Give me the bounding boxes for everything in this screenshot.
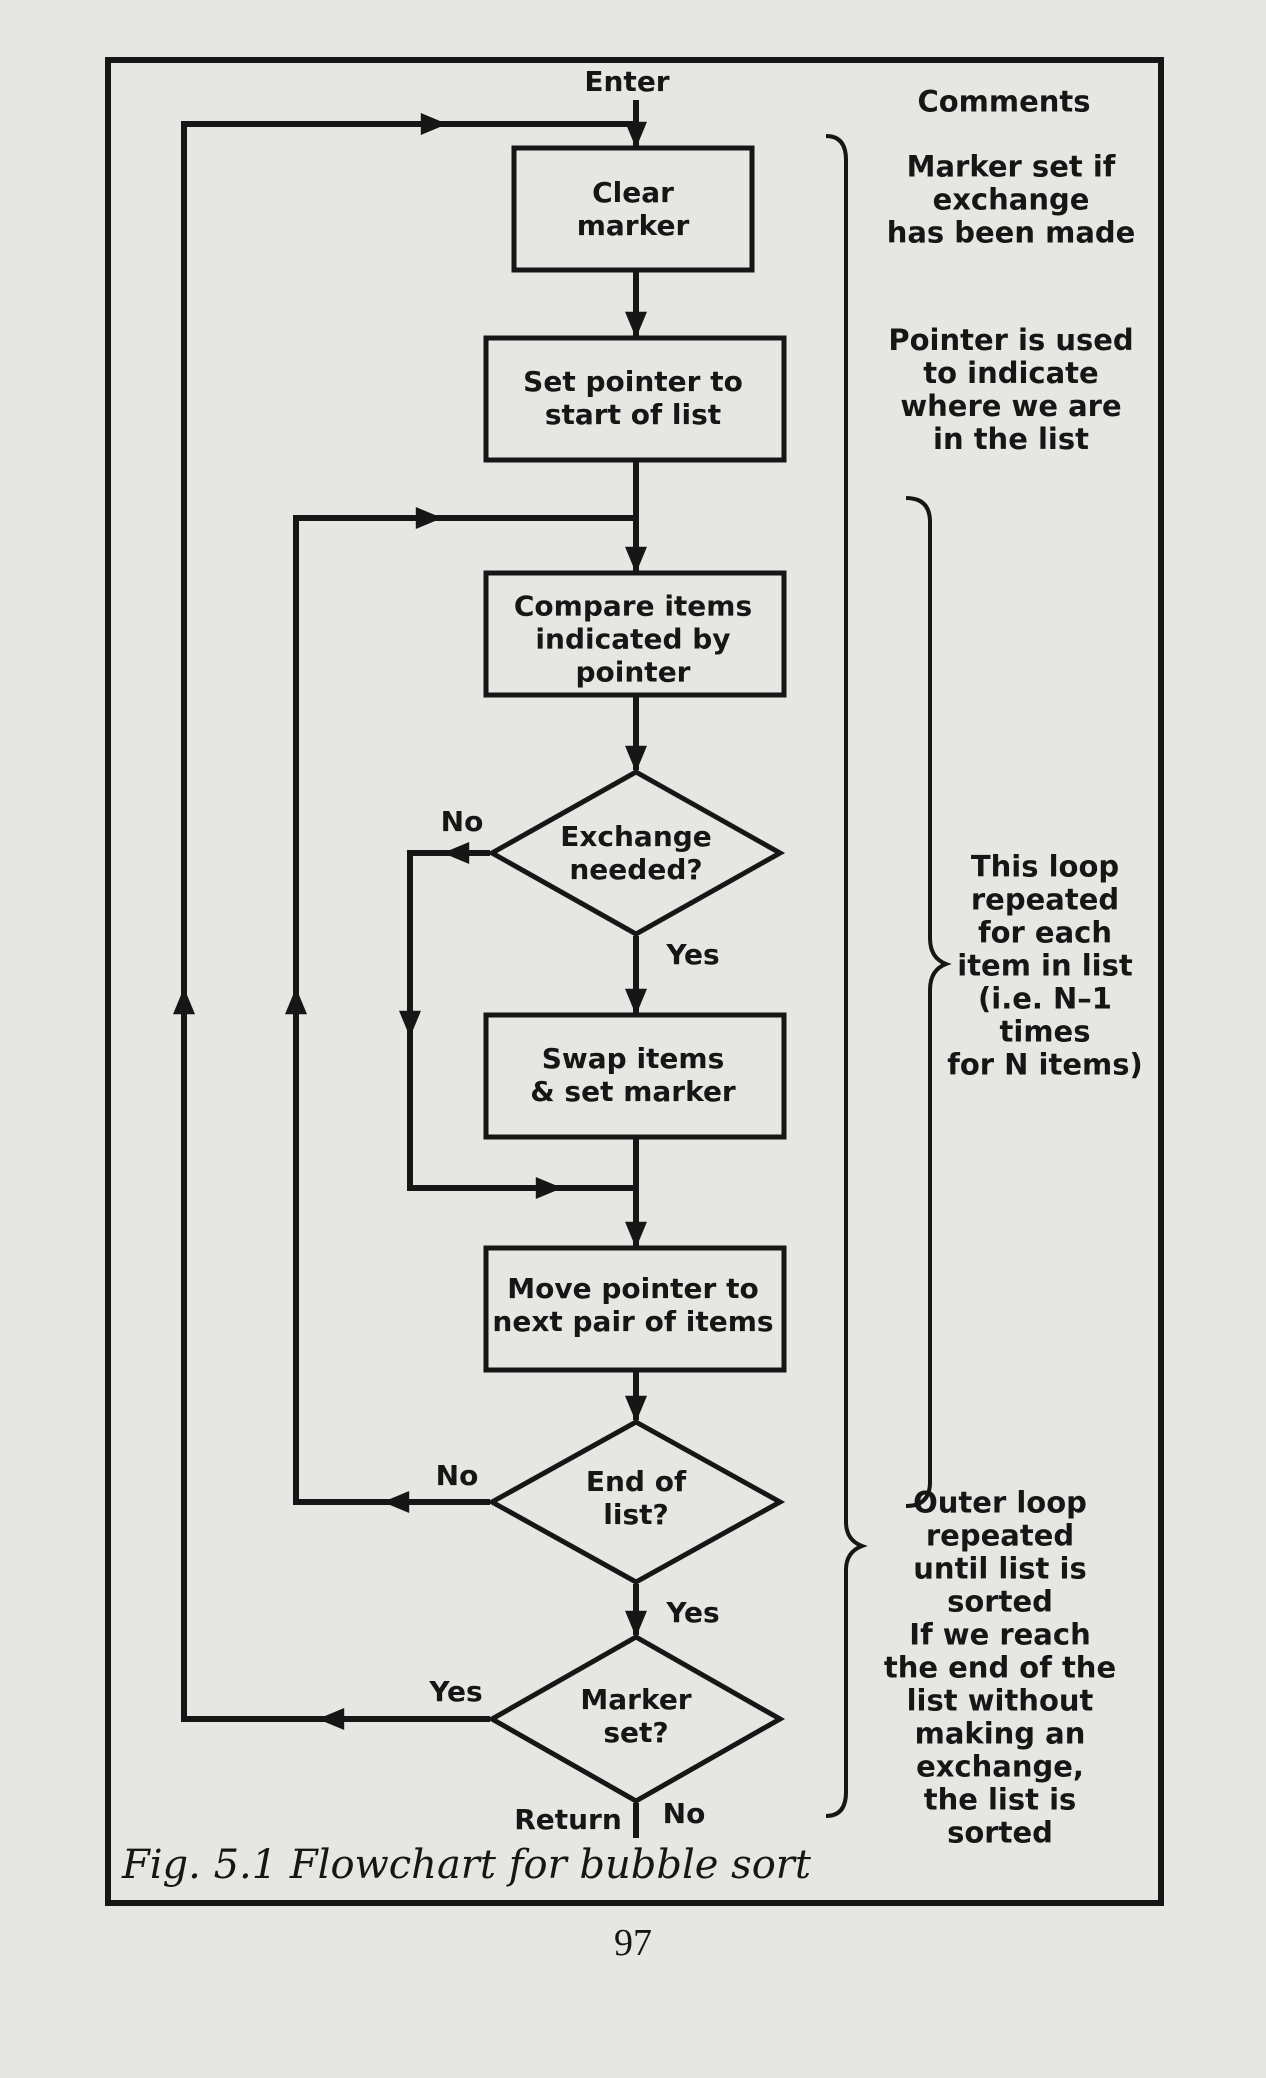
exchange-yes-label: Yes — [666, 938, 720, 971]
outer-loop-brace — [825, 134, 868, 1818]
end-no-label: No — [435, 1459, 479, 1492]
inner-loop-brace — [905, 496, 952, 1508]
compare-items-node: Compare items indicated by pointer — [513, 589, 753, 689]
move-pointer-box — [483, 1245, 787, 1373]
outer-loop-comment: Outer loop repeated until list is sorted… — [883, 1485, 1117, 1850]
inner-loop-comment: This loop repeated for each item in list… — [947, 849, 1143, 1082]
exchange-needed-node: Exchange needed? — [560, 820, 712, 886]
enter-label: Enter — [584, 65, 670, 98]
marker-yes-label: Yes — [429, 1675, 483, 1708]
return-label: Return — [514, 1803, 622, 1836]
swap-items-node: Swap items & set marker — [530, 1042, 736, 1108]
end-of-list-diamond — [486, 1419, 786, 1585]
exchange-needed-diamond — [486, 769, 786, 937]
clear-marker-node: Clear marker — [576, 176, 690, 242]
figure-caption: Fig. 5.1 Flowchart for bubble sort — [122, 1842, 811, 1888]
page-number: 97 — [614, 1922, 652, 1964]
figure-border — [105, 57, 1164, 1906]
marker-comment: Marker set if exchange has been made — [886, 149, 1136, 250]
marker-set-node: Marker set? — [580, 1683, 692, 1749]
marker-set-diamond — [486, 1634, 786, 1804]
exchange-no-label: No — [440, 805, 484, 838]
comments-heading: Comments — [917, 84, 1091, 119]
marker-no-label: No — [662, 1797, 706, 1830]
move-pointer-node: Move pointer to next pair of items — [492, 1272, 774, 1338]
set-pointer-box — [483, 335, 787, 463]
pointer-comment: Pointer is used to indicate where we are… — [888, 323, 1134, 456]
end-of-list-node: End of list? — [585, 1465, 687, 1531]
set-pointer-node: Set pointer to start of list — [523, 365, 743, 431]
end-yes-label: Yes — [666, 1596, 720, 1629]
